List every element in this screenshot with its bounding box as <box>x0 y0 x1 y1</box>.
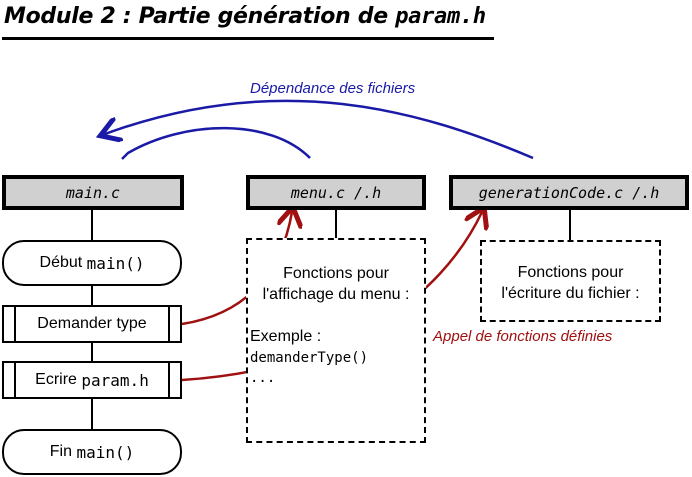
flow-end-terminal: Fin main() <box>2 429 182 475</box>
menu-box-ellipsis: ... <box>250 370 276 386</box>
flow-end-label: Fin <box>49 443 72 460</box>
title-code: param.h <box>395 4 486 29</box>
file-box-generation: generationCode.c /.h <box>449 175 689 210</box>
flow-start-code: main() <box>86 253 145 273</box>
file-name-menu: menu.c /.h <box>290 183 382 202</box>
title-text: Module 2 : Partie génération de <box>4 4 396 29</box>
flow-step-demander-label: Demander type <box>37 315 147 332</box>
flow-step-ecrire-label: Ecrire <box>35 371 77 388</box>
generation-box-line1: Fonctions pour <box>517 264 624 281</box>
diagram-title: Module 2 : Partie génération de param.h <box>4 4 486 29</box>
file-name-generation: generationCode.c /.h <box>478 183 660 202</box>
menu-box-line2: l'affichage du menu : <box>262 286 410 303</box>
flow-start-label: Début <box>39 254 83 271</box>
flow-start-terminal: Début main() <box>2 240 182 286</box>
generation-functions-box: Fonctions pour l'écriture du fichier : <box>480 240 661 322</box>
dependency-label: Dépendance des fichiers <box>250 80 416 97</box>
file-box-main: main.c <box>2 175 184 210</box>
calls-label: Appel de fonctions définies <box>433 328 613 345</box>
file-name-main: main.c <box>65 183 121 202</box>
flow-step-demander: Demander type <box>2 305 182 343</box>
flow-step-ecrire: Ecrire param.h <box>2 361 182 399</box>
dependency-arrow-generation <box>105 99 534 160</box>
generation-box-line2: l'écriture du fichier : <box>501 285 640 302</box>
menu-functions-box: Fonctions pour l'affichage du menu : Exe… <box>246 238 426 443</box>
file-box-menu: menu.c /.h <box>246 175 426 210</box>
menu-box-function: demanderType() <box>250 350 369 366</box>
flow-step-ecrire-code: param.h <box>81 370 149 390</box>
menu-box-line1: Fonctions pour <box>283 265 389 282</box>
flow-end-code: main() <box>76 442 135 462</box>
dependency-arrow-menu <box>121 126 311 160</box>
menu-box-example: Exemple : <box>250 328 322 345</box>
title-underline <box>2 37 494 40</box>
